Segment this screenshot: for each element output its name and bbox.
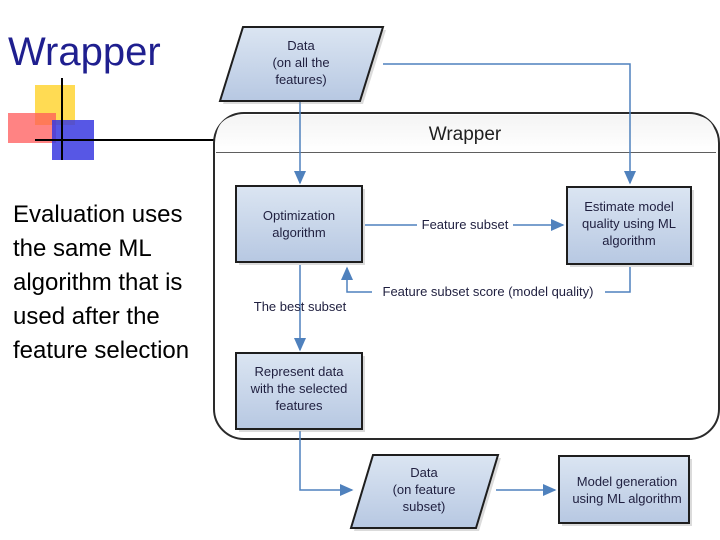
model-generation-node: Model generation using ML algorithm [558, 455, 692, 526]
data-subset-line1: Data [410, 465, 438, 480]
optimization-line2: algorithm [272, 225, 325, 240]
diagram-arrows [294, 63, 636, 496]
represent-line2: with the selected [250, 381, 348, 396]
slide-body-text: Evaluation uses the same ML algorithm th… [13, 201, 190, 364]
optimization-algorithm-node: Optimization algorithm [235, 185, 365, 265]
represent-line1: Represent data [255, 364, 345, 379]
model-gen-line2: using ML algorithm [572, 491, 681, 506]
edge-label-best-subset: The best subset [254, 299, 347, 314]
arrow-data-to-estimate [383, 63, 636, 185]
data-feature-subset-node: Data (on feature subset) [349, 454, 501, 531]
edge-label-feature-subset: Feature subset [422, 217, 509, 232]
data-all-line2: (on all the [272, 55, 329, 70]
estimate-model-quality-node: Estimate model quality using ML algorith… [566, 186, 694, 267]
estimate-line3: algorithm [602, 233, 655, 248]
estimate-line2: quality using ML [582, 216, 676, 231]
arrow-represent-to-data-subset [299, 431, 354, 496]
data-all-features-node: Data (on all the features) [218, 26, 386, 104]
model-gen-line1: Model generation [577, 474, 677, 489]
represent-data-node: Represent data with the selected feature… [235, 352, 365, 432]
optimization-line1: Optimization [263, 208, 335, 223]
arrow-estimate-to-optimization [347, 267, 631, 293]
estimate-line1: Estimate model [584, 199, 674, 214]
represent-line3: features [276, 398, 323, 413]
data-all-line1: Data [287, 38, 315, 53]
edge-label-subset-score: Feature subset score (model quality) [383, 284, 594, 299]
data-all-line3: features) [275, 72, 326, 87]
data-subset-line2: (on feature [393, 482, 456, 497]
slide-title: Wrapper [8, 30, 161, 74]
wrapper-title: Wrapper [429, 124, 502, 145]
data-subset-line3: subset) [403, 499, 446, 514]
deco-square-red [8, 113, 56, 143]
